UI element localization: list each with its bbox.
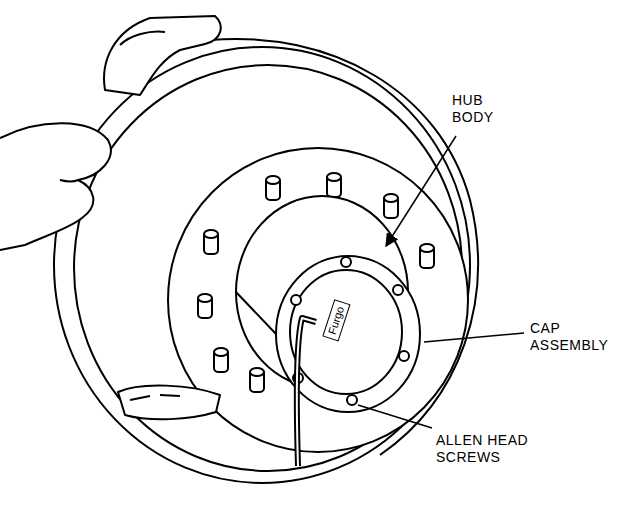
allen-wrench [297, 318, 316, 466]
allen-wrench-inner [297, 318, 316, 466]
hand [0, 123, 111, 250]
part-label: CAP ASSEMBLY [530, 320, 634, 354]
leader-line [358, 405, 432, 428]
leader-line [424, 333, 524, 342]
leader-line [386, 136, 456, 246]
rotor-outer [54, 47, 470, 483]
caliper-detail [130, 395, 180, 400]
caliper-bottom [118, 386, 220, 420]
cap-ring [290, 270, 402, 394]
hub-body-side [236, 292, 276, 334]
caliper-detail [120, 32, 165, 45]
part-label: HUB BODY [452, 92, 516, 126]
caliper-top [104, 16, 221, 95]
allen-screws [291, 257, 409, 405]
hand-detail [60, 180, 78, 182]
part-label: ALLEN HEAD SCREWS [436, 432, 556, 466]
